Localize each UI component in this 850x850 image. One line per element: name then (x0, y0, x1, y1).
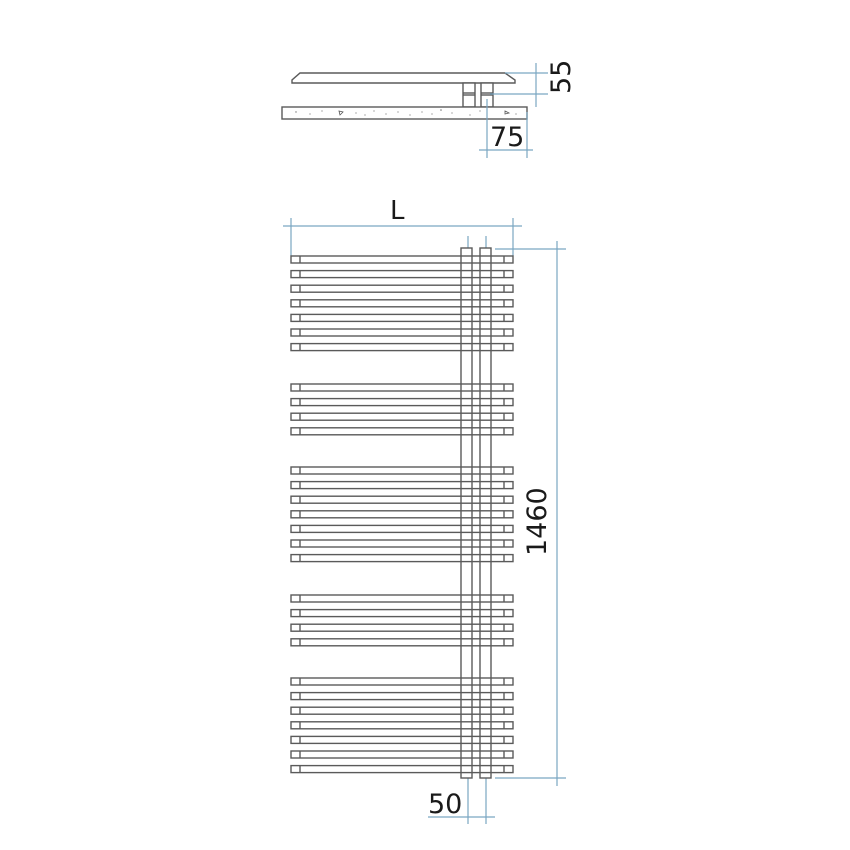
radiator-bar (290, 480, 514, 490)
radiator-bar (290, 608, 514, 618)
radiator-bar (290, 328, 514, 337)
radiator-bar (290, 427, 514, 436)
dimension-label-depth: 55 (546, 59, 577, 94)
radiator-bar (290, 269, 514, 279)
radiator-bar (290, 284, 514, 293)
radiator-bar (290, 495, 514, 504)
top-dimensions (479, 63, 548, 158)
radiator-bar (290, 638, 514, 647)
radiator-bar (290, 691, 514, 701)
radiator-bar (290, 623, 514, 632)
radiator-bar (290, 313, 514, 323)
dimension-label-pipe-offset: 75 (490, 122, 525, 153)
front-view (290, 247, 514, 779)
radiator-bar (290, 397, 514, 407)
radiator-bar (290, 721, 514, 730)
radiator-bar (290, 510, 514, 519)
radiator-bar (290, 466, 514, 475)
radiator-bar (290, 539, 514, 548)
radiator-bar (290, 750, 514, 759)
radiator-bar (290, 706, 514, 715)
wall-texture (295, 109, 517, 116)
radiator-bar (290, 412, 514, 421)
radiator-bar (290, 524, 514, 534)
dimension-label-width: L (390, 196, 405, 226)
radiator-bar (290, 299, 514, 308)
dimension-label-height: 1460 (522, 487, 553, 556)
radiator-bar (290, 735, 514, 745)
top-view (281, 72, 528, 120)
radiator-bar (290, 764, 514, 774)
radiator-bar (290, 342, 514, 352)
radiator-bar (290, 677, 514, 686)
radiator-panel-top (291, 72, 516, 84)
radiator-bar (290, 255, 514, 264)
radiator-bar (290, 553, 514, 563)
wall-section (281, 106, 528, 120)
front-dimensions (283, 218, 566, 824)
radiator-bar (290, 383, 514, 392)
dimension-label-pipe-spacing: 50 (428, 789, 463, 820)
radiator-bar (290, 594, 514, 603)
